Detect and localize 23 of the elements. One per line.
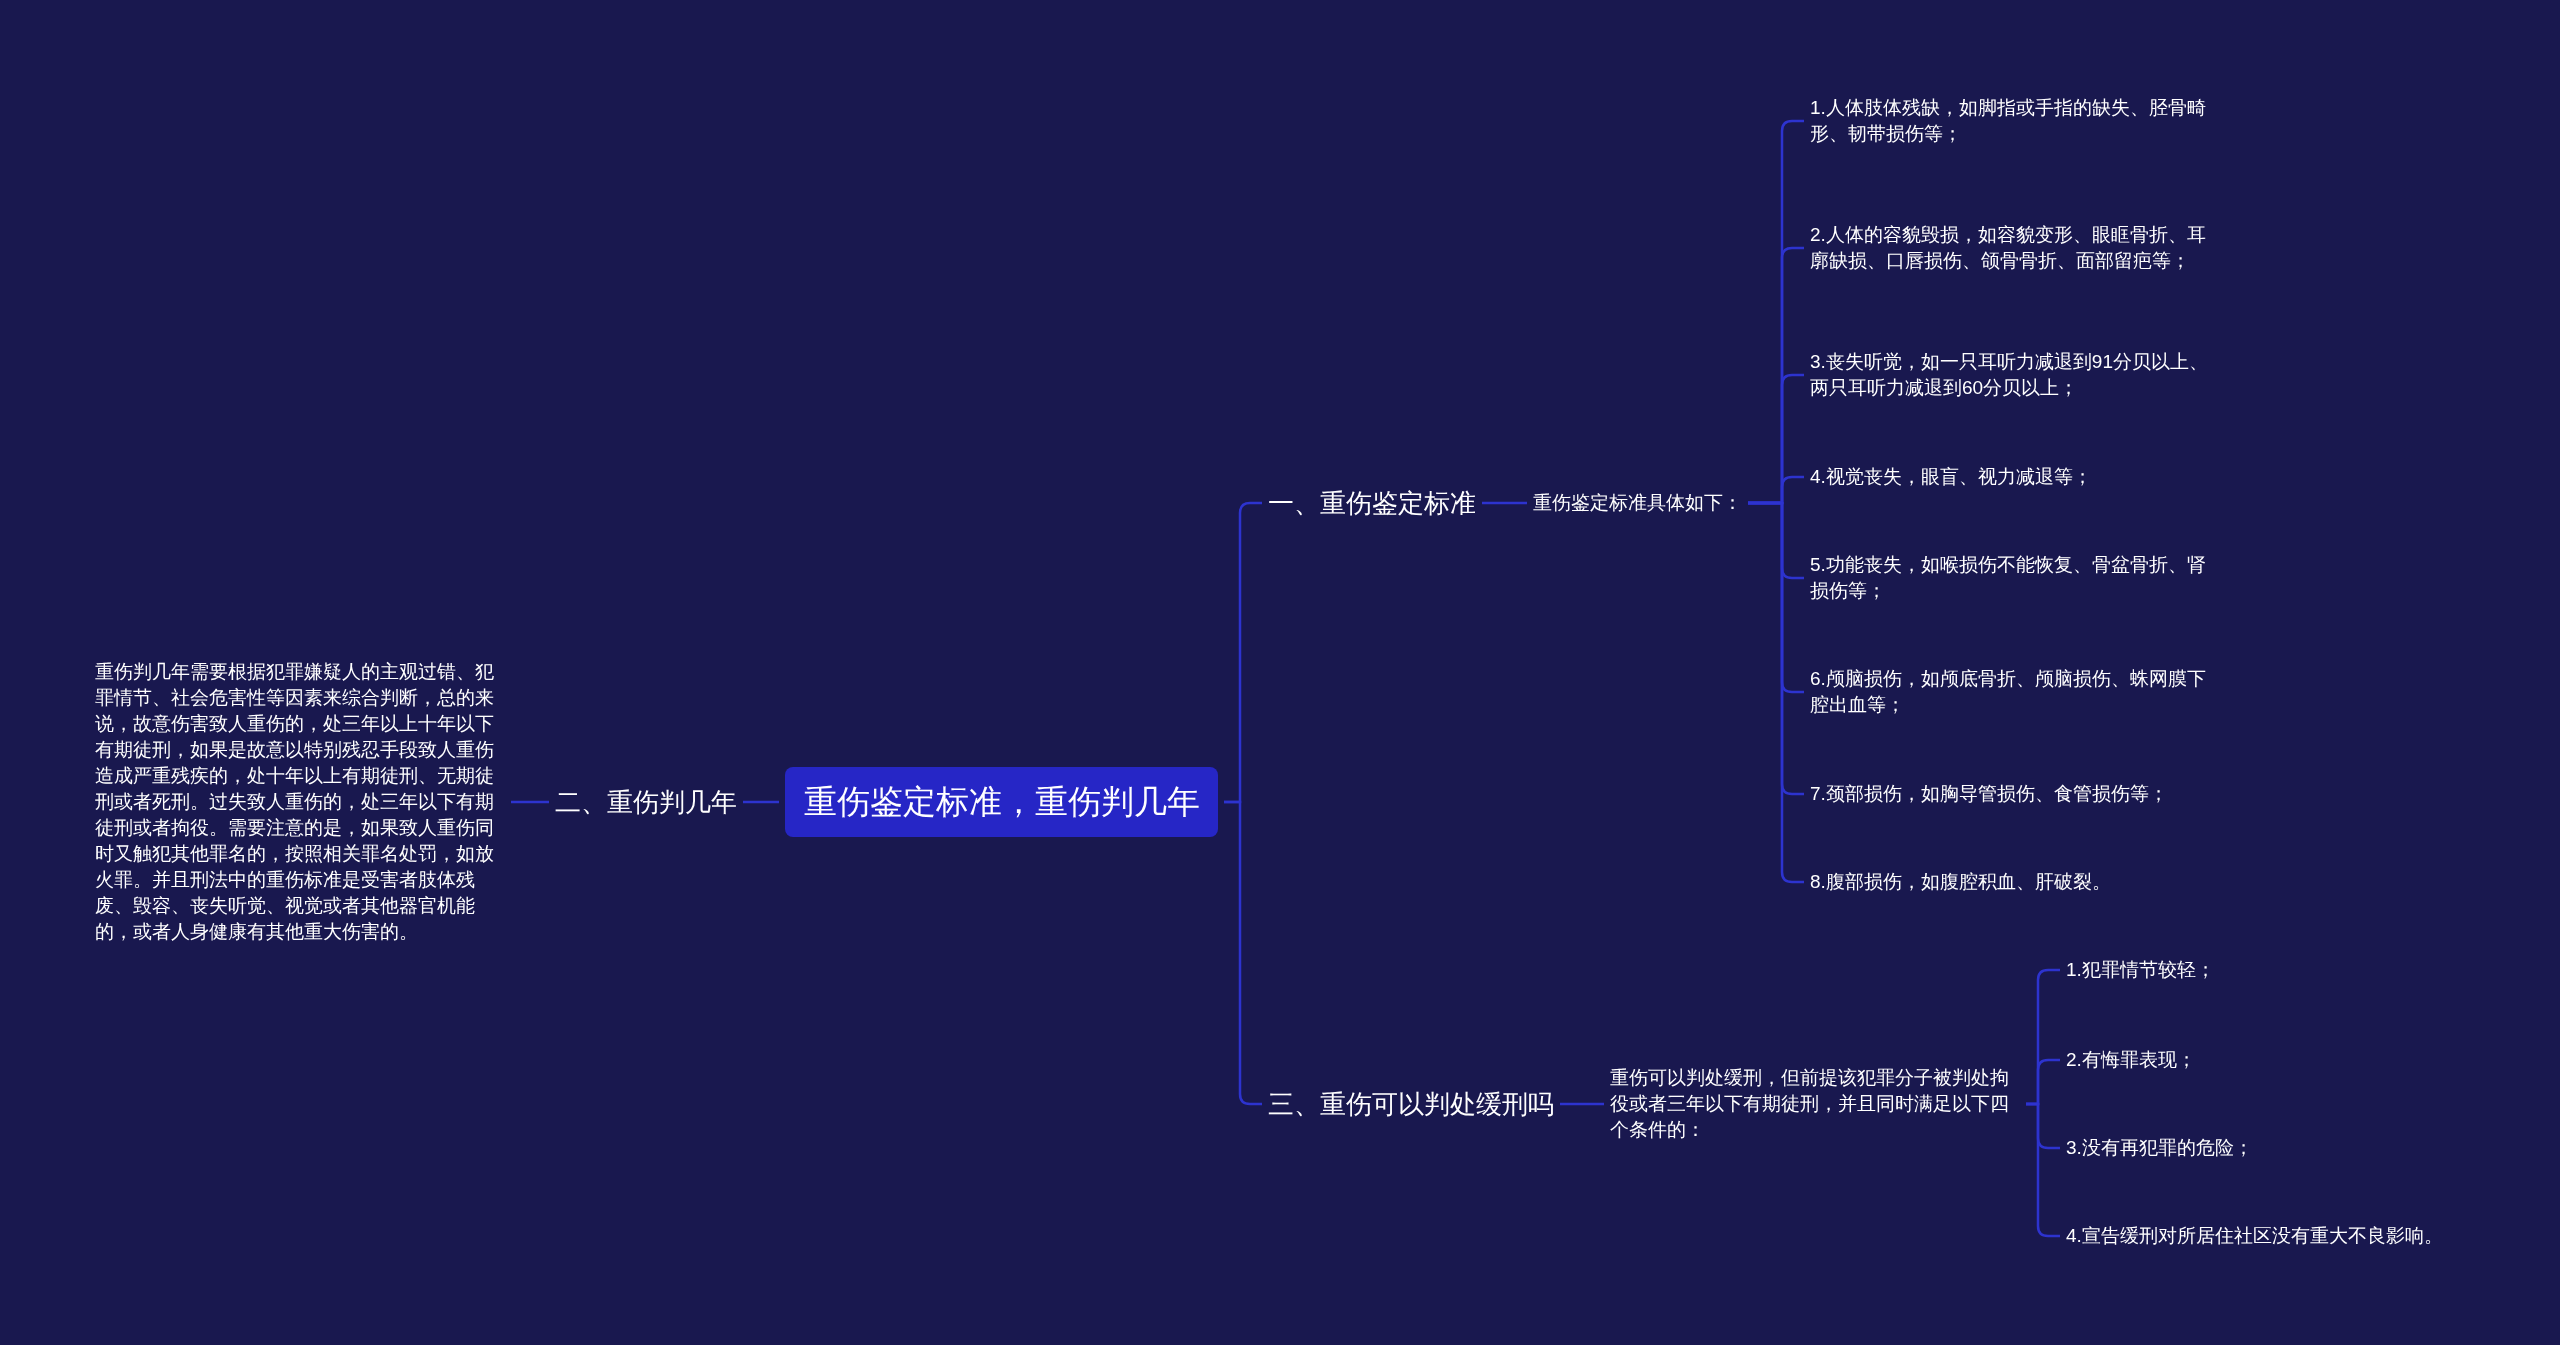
topic-label: 二、重伤判几年	[555, 785, 737, 819]
paragraph-text: 重伤判几年需要根据犯罪嫌疑人的主观过错、犯罪情节、社会危害性等因素来综合判断，总的来说，故意伤害致人重伤的，处三年以上十年以下有期徒刑，如果是故意以特别残忍手段致人重伤造成严重残疾的，处十年以上有期徒刑、无期徒刑或者死刑。过失致人重伤的，处三年以下有期徒刑或者拘役。需要注意的是，如果致人重伤同时又触犯其他罪名的，按照相关罪名处罚，如放火罪。并且刑法中的重伤标准是受害者肢体残废、毁容、丧失听觉、视觉或者其他器官机能的，或者人身健康有其他重大伤害的。	[95, 659, 505, 945]
connector-line	[1560, 1102, 1604, 1106]
leaf-text: 3.没有再犯罪的危险；	[2066, 1135, 2253, 1161]
topic-label: 一、重伤鉴定标准	[1268, 486, 1476, 520]
leaf-text: 2.人体的容貌毁损，如容貌变形、眼眶骨折、耳廓缺损、口唇损伤、颌骨骨折、面部留疤等；	[1810, 222, 2220, 274]
leaf-text: 7.颈部损伤，如胸导管损伤、食管损伤等；	[1810, 781, 2168, 807]
leaf-text: 2.有悔罪表现；	[2066, 1047, 2196, 1073]
leaf-text: 6.颅脑损伤，如颅底骨折、颅脑损伤、蛛网膜下腔出血等；	[1810, 666, 2220, 718]
leaf-text: 4.宣告缓刑对所居住社区没有重大不良影响。	[2066, 1223, 2443, 1249]
leaf-text: 1.犯罪情节较轻；	[2066, 957, 2215, 983]
leaf-text: 3.丧失听觉，如一只耳听力减退到91分贝以上、两只耳听力减退到60分贝以上；	[1810, 349, 2220, 401]
leaf-text: 5.功能丧失，如喉损伤不能恢复、骨盆骨折、肾损伤等；	[1810, 552, 2220, 604]
leaf-text: 4.视觉丧失，眼盲、视力减退等；	[1810, 464, 2092, 490]
connector-line	[743, 800, 779, 804]
connector-line	[511, 800, 549, 804]
leaf-text: 1.人体肢体残缺，如脚指或手指的缺失、胫骨畸形、韧带损伤等；	[1810, 95, 2220, 147]
subtopic-label: 重伤鉴定标准具体如下：	[1533, 490, 1742, 516]
connector-line	[1482, 501, 1527, 505]
root-topic-box: 重伤鉴定标准，重伤判几年	[785, 767, 1218, 837]
subtopic-text: 重伤可以判处缓刑，但前提该犯罪分子被判处拘役或者三年以下有期徒刑，并且同时满足以下四个条件的：	[1610, 1065, 2020, 1143]
leaf-text: 8.腹部损伤，如腹腔积血、肝破裂。	[1810, 869, 2111, 895]
topic-label: 三、重伤可以判处缓刑吗	[1268, 1087, 1554, 1121]
